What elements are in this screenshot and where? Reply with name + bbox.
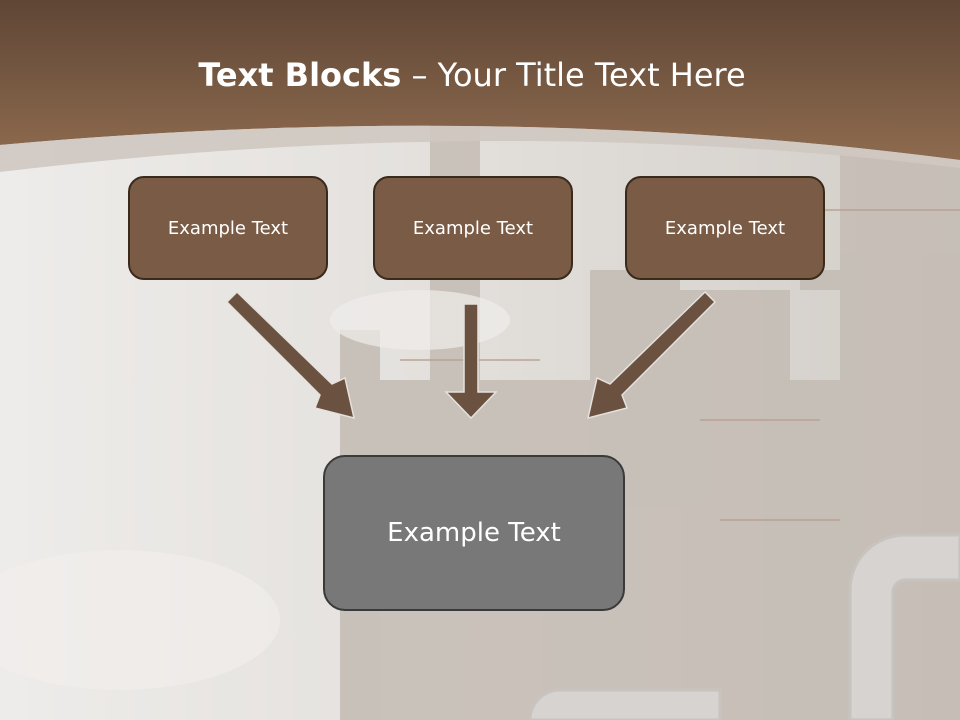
arrow-center: [444, 303, 498, 420]
arrow-right: [586, 290, 717, 420]
text-block-3[interactable]: Example Text: [625, 176, 825, 280]
text-block-1[interactable]: Example Text: [128, 176, 328, 280]
title-rest: Your Title Text Here: [437, 56, 746, 94]
center-text-block-label: Example Text: [387, 518, 561, 548]
center-text-block[interactable]: Example Text: [323, 455, 625, 611]
text-block-3-label: Example Text: [664, 217, 786, 239]
text-block-2-label: Example Text: [412, 217, 534, 239]
title-dash: –: [401, 56, 438, 94]
slide-title: Text Blocks – Your Title Text Here: [0, 52, 944, 98]
arrow-left: [225, 290, 356, 420]
title-bold-part: Text Blocks: [198, 56, 402, 94]
text-block-1-label: Example Text: [167, 217, 289, 239]
text-block-2[interactable]: Example Text: [373, 176, 573, 280]
